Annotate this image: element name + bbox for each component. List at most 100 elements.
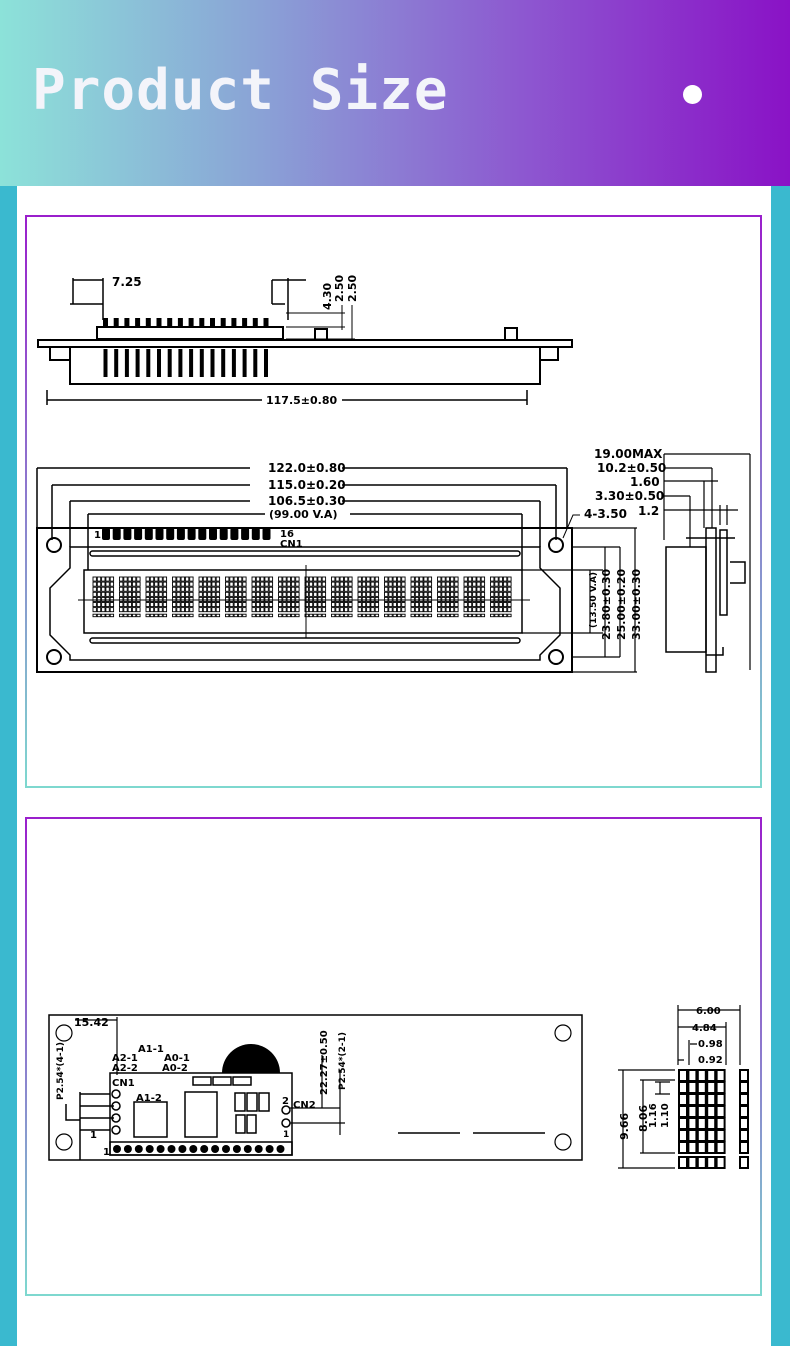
dot	[278, 591, 283, 597]
dot	[211, 591, 216, 597]
dot	[123, 576, 128, 582]
dot	[494, 591, 499, 597]
pin-bottom	[221, 349, 226, 377]
dot	[480, 596, 486, 602]
dot	[449, 576, 455, 582]
dot	[490, 581, 495, 587]
dot	[366, 607, 371, 613]
dot	[445, 613, 450, 618]
pin-16-label: 16	[280, 529, 294, 540]
dot	[290, 596, 296, 602]
dim-outer-122: 122.0±0.80	[268, 461, 346, 475]
dot	[101, 586, 106, 592]
pin-pad	[134, 528, 143, 540]
dot	[123, 591, 128, 597]
dot	[264, 591, 269, 597]
cell-dot	[715, 1069, 726, 1082]
dot	[357, 602, 362, 608]
dot	[162, 607, 168, 613]
dot	[361, 576, 367, 582]
dot	[321, 586, 327, 592]
cell-dot	[715, 1156, 726, 1169]
pin-bottom	[264, 349, 268, 377]
pin-top	[124, 318, 130, 327]
dot	[123, 607, 128, 613]
dot	[317, 576, 322, 582]
dot	[229, 607, 234, 613]
dot	[414, 591, 420, 597]
dot	[211, 613, 216, 618]
dot	[282, 591, 287, 597]
dot	[158, 607, 163, 613]
dot	[507, 607, 512, 613]
dot	[189, 613, 194, 618]
dot	[494, 586, 499, 592]
dot	[225, 576, 230, 582]
dim-2-50-b: 2.50	[346, 275, 359, 302]
dot	[184, 602, 190, 608]
dot	[119, 586, 124, 592]
dot	[162, 586, 168, 592]
dot	[260, 596, 265, 602]
dot	[154, 576, 159, 582]
dot	[507, 613, 512, 618]
dot	[396, 596, 402, 602]
dot	[105, 613, 110, 618]
dot	[401, 586, 406, 592]
dot	[480, 591, 486, 597]
dot	[419, 576, 424, 582]
dot	[476, 607, 481, 613]
dot	[441, 576, 446, 582]
dot	[437, 596, 442, 602]
dot	[308, 586, 314, 592]
dot	[278, 602, 283, 608]
dot	[449, 596, 455, 602]
dot	[251, 586, 256, 592]
dot	[454, 607, 459, 613]
dot	[149, 613, 155, 618]
pin-bottom	[157, 349, 161, 377]
label-a0-2: A0-2	[162, 1063, 188, 1074]
side-dim-max: 19.00MAX	[594, 447, 663, 461]
dot	[494, 596, 499, 602]
dot	[304, 581, 309, 587]
dot	[295, 581, 300, 587]
dot	[237, 607, 243, 613]
dot	[198, 607, 203, 613]
dot	[392, 596, 397, 602]
dot	[339, 596, 344, 602]
dot	[472, 576, 477, 582]
dot	[494, 613, 499, 618]
dot	[105, 591, 110, 597]
dot	[251, 596, 256, 602]
dot	[396, 607, 402, 613]
dot	[119, 581, 124, 587]
dot	[237, 576, 243, 582]
character-cell	[278, 576, 300, 618]
dot	[101, 581, 106, 587]
dot	[96, 576, 102, 582]
dot	[189, 596, 194, 602]
dot	[101, 607, 106, 613]
cell-dot	[706, 1129, 717, 1142]
dim-viewing-area: (99.00 V.A)	[269, 508, 337, 521]
dot	[348, 607, 353, 613]
dot	[313, 602, 318, 608]
dot	[119, 613, 124, 618]
dot	[392, 607, 397, 613]
pin-pad	[219, 528, 228, 540]
dot	[388, 586, 393, 592]
dim-width-117: 117.5±0.80	[266, 394, 337, 407]
dot	[317, 596, 322, 602]
dot	[184, 591, 190, 597]
dot	[207, 613, 212, 618]
dot	[189, 581, 194, 587]
dot	[317, 591, 322, 597]
pin-hole	[178, 1145, 187, 1153]
dot	[149, 576, 155, 582]
dot	[317, 607, 322, 613]
dot	[145, 591, 150, 597]
dot	[445, 602, 450, 608]
dot	[109, 576, 115, 582]
dot	[136, 596, 141, 602]
